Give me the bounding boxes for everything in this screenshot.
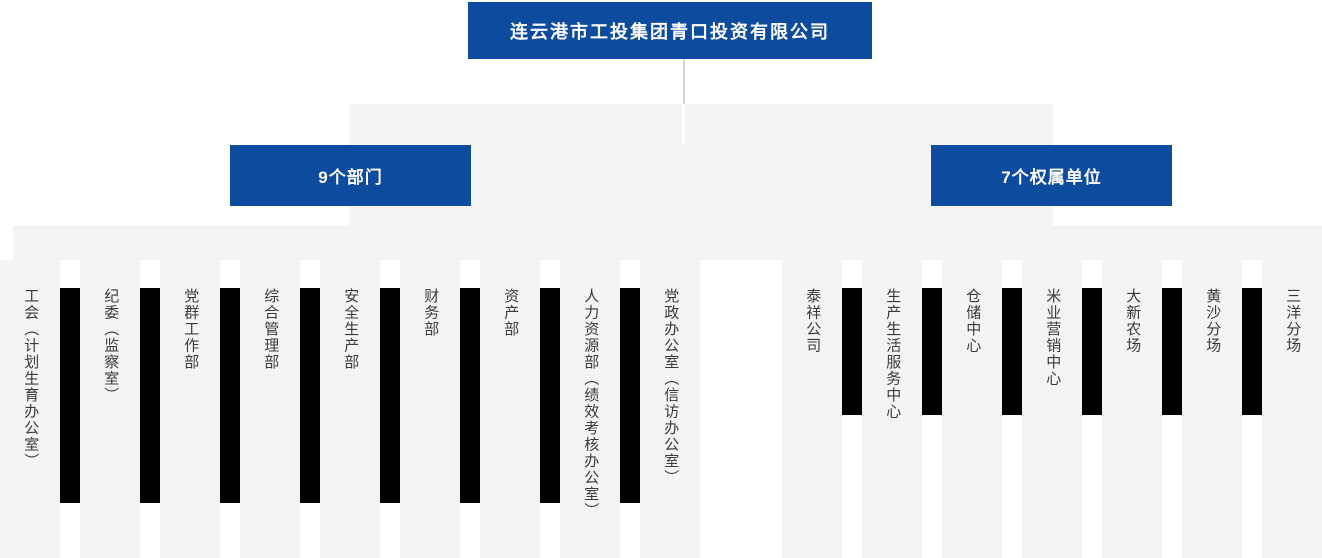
org-item-label: 资产部 — [502, 288, 520, 338]
org-item-label: 财务部 — [422, 288, 440, 338]
org-item: 党政办公室（信访办公室） — [640, 260, 700, 558]
org-item: 工会（计划生育办公室） — [0, 260, 60, 558]
divider-bar — [620, 288, 640, 503]
subsidiaries-group: 泰祥公司 生产生活服务中心 仓储中心 米业营销中心 大新农场 黄沙分场 三洋分场 — [782, 260, 1322, 558]
divider-bar — [220, 288, 240, 503]
divider-bar — [1162, 288, 1182, 415]
org-item: 党群工作部 — [160, 260, 220, 558]
org-item: 米业营销中心 — [1022, 260, 1082, 558]
org-item: 人力资源部（绩效考核办公室） — [560, 260, 620, 558]
org-item: 仓储中心 — [942, 260, 1002, 558]
divider-bar — [1082, 288, 1102, 415]
org-item: 纪委（监察室） — [80, 260, 140, 558]
org-item-label: 党政办公室（信访办公室） — [662, 288, 680, 486]
divider-bar — [842, 288, 862, 415]
org-item-label: 纪委（监察室） — [102, 288, 120, 404]
connector-line — [683, 59, 685, 104]
divider-bar — [380, 288, 400, 503]
org-item-label: 泰祥公司 — [804, 288, 822, 354]
divider-bar — [300, 288, 320, 503]
org-item-label: 党群工作部 — [182, 288, 200, 371]
org-item-label: 三洋分场 — [1284, 288, 1302, 354]
divider-bar — [140, 288, 160, 503]
org-item: 资产部 — [480, 260, 540, 558]
org-item: 大新农场 — [1102, 260, 1162, 558]
divider-bar — [60, 288, 80, 503]
divider-bar — [540, 288, 560, 503]
divider-bar — [1002, 288, 1022, 415]
org-item-label: 人力资源部（绩效考核办公室） — [582, 288, 600, 519]
org-item-label: 米业营销中心 — [1044, 288, 1062, 387]
subsidiaries-header-label: 7个权属单位 — [1001, 168, 1102, 187]
org-item-label: 黄沙分场 — [1204, 288, 1222, 354]
connector-band — [13, 226, 1322, 260]
connector-notch — [682, 104, 685, 145]
org-item-label: 大新农场 — [1124, 288, 1142, 354]
departments-header: 9个部门 — [230, 145, 471, 206]
org-item-label: 生产生活服务中心 — [884, 288, 902, 420]
org-item: 泰祥公司 — [782, 260, 842, 558]
divider-bar — [1242, 288, 1262, 415]
org-item: 三洋分场 — [1262, 260, 1322, 558]
org-item: 生产生活服务中心 — [862, 260, 922, 558]
org-item: 黄沙分场 — [1182, 260, 1242, 558]
company-title-box: 连云港市工投集团青口投资有限公司 — [468, 2, 872, 59]
org-item-label: 工会（计划生育办公室） — [22, 288, 40, 470]
org-item-label: 安全生产部 — [342, 288, 360, 371]
subsidiaries-header: 7个权属单位 — [931, 145, 1172, 206]
divider-bar — [460, 288, 480, 503]
org-item-label: 综合管理部 — [262, 288, 280, 371]
org-item: 财务部 — [400, 260, 460, 558]
company-title: 连云港市工投集团青口投资有限公司 — [510, 21, 830, 42]
org-item-label: 仓储中心 — [964, 288, 982, 354]
departments-group: 工会（计划生育办公室） 纪委（监察室） 党群工作部 综合管理部 安全生产部 财务部 资产部 人… — [0, 260, 700, 558]
divider-bar — [922, 288, 942, 415]
org-item: 综合管理部 — [240, 260, 300, 558]
departments-header-label: 9个部门 — [318, 168, 383, 187]
org-item: 安全生产部 — [320, 260, 380, 558]
